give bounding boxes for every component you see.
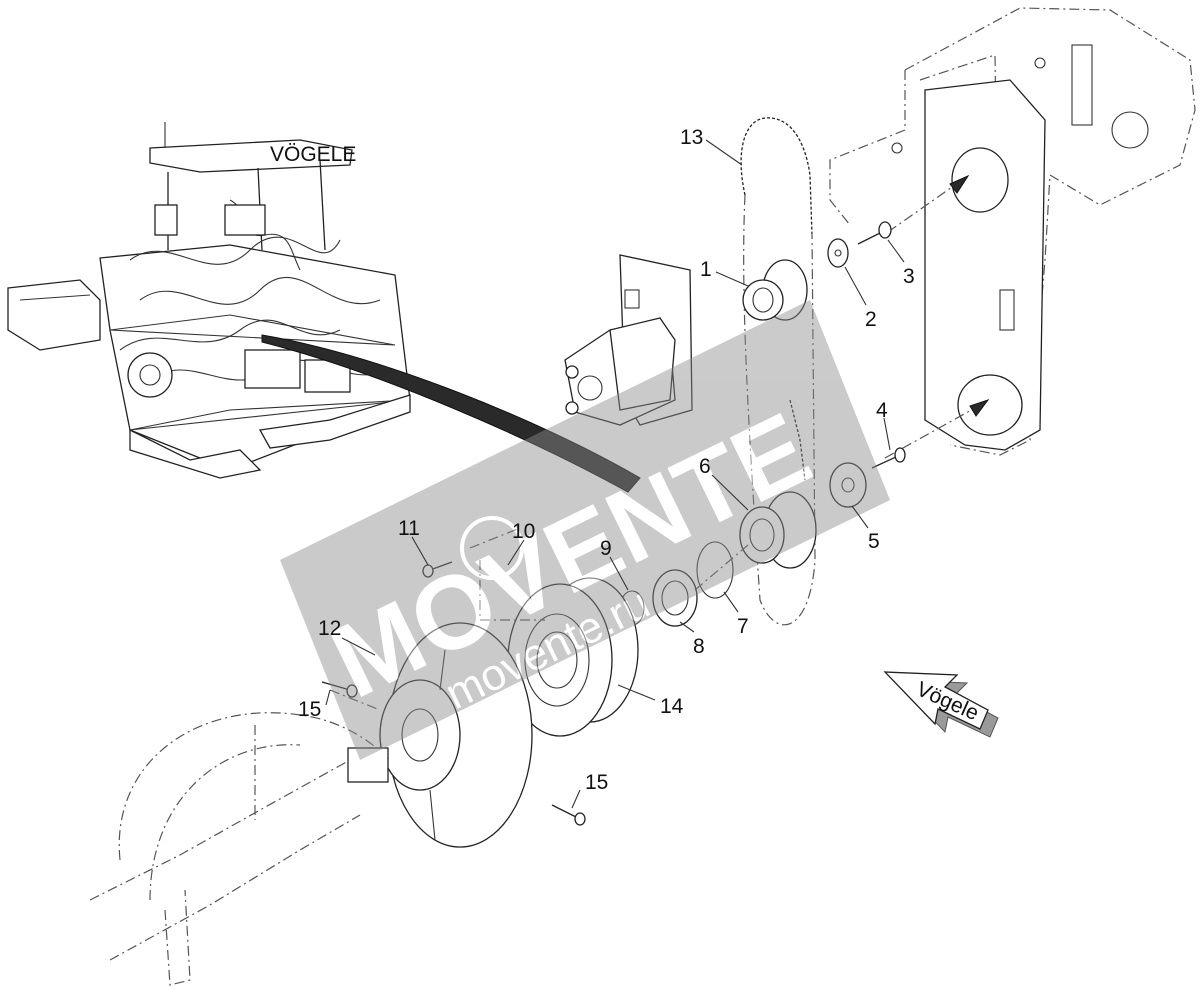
driven-sprocket [739,491,817,569]
hydraulic-motor [564,254,693,426]
bearing [652,569,698,627]
paver-machine-illustration [7,122,641,493]
auger-shaft [89,712,391,986]
circlip [696,541,734,599]
assembly-arrows [884,174,990,459]
leader-lines [325,139,905,809]
callout-15-lower: 15 [585,771,608,794]
callout-7: 7 [737,615,749,638]
callout-5: 5 [868,530,880,553]
callout-15-upper: 15 [298,698,321,721]
direction-arrow [883,671,999,738]
callout-14: 14 [660,695,684,718]
callout-12: 12 [318,617,341,640]
callout-9: 9 [600,537,612,560]
frame-plate [829,7,1196,456]
bolt-small [422,561,453,578]
bolt-15-upper [321,681,358,698]
callout-11: 11 [398,517,420,540]
clamping-disc [379,622,533,848]
drive-chain [740,117,816,626]
bolt-15-lower [551,804,586,826]
machine-brand-label: VÖGELE [270,143,356,166]
washer-and-bolt-upper [827,221,892,268]
callout-2: 2 [865,308,877,331]
callout-13: 13 [680,126,703,149]
callout-10: 10 [512,520,535,543]
callout-3: 3 [903,265,915,288]
callout-1: 1 [700,258,712,281]
drive-sprocket [742,259,808,321]
bearing-housing [507,577,639,737]
callout-8: 8 [693,635,705,658]
washer-and-bolt-lower [829,447,906,508]
callout-4: 4 [876,399,888,422]
callout-6: 6 [699,455,711,478]
assembly-axis-lines [329,527,749,711]
